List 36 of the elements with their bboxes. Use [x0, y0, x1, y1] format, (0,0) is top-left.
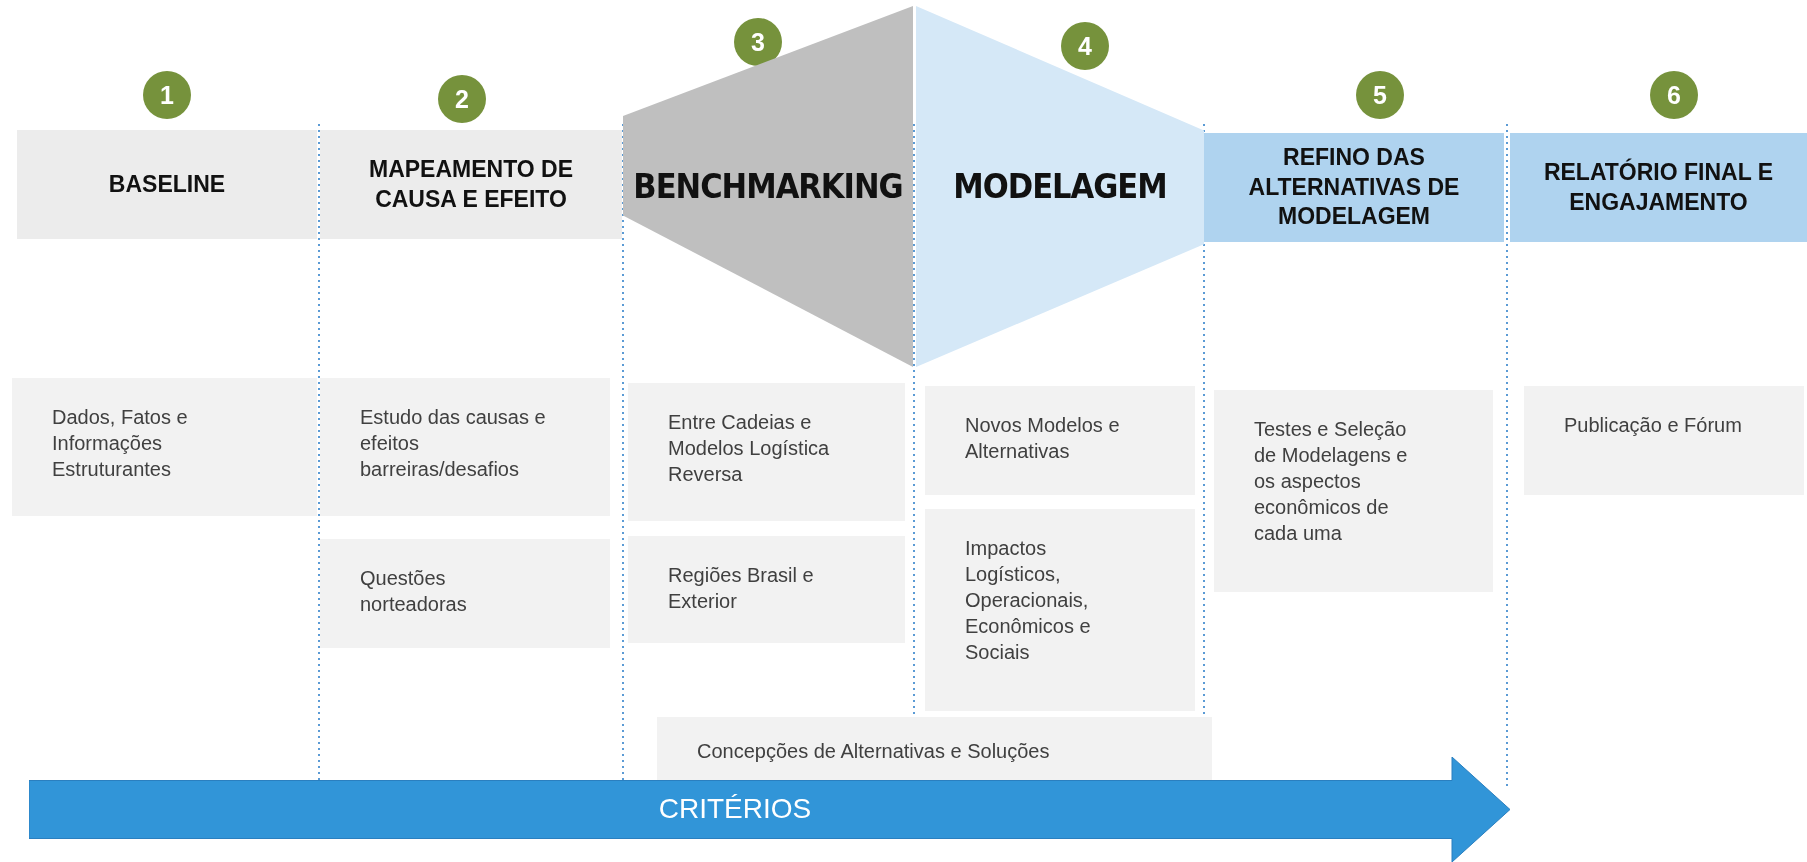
step-number-badge — [1061, 22, 1109, 70]
step-text: Publicação e Fórum — [1564, 413, 1742, 438]
step-number: 1 — [160, 79, 174, 111]
step-text: Entre Cadeias e Modelos Logística Reversa — [668, 410, 831, 487]
step-text: Dados, Fatos e Informações Estruturantes — [52, 405, 189, 482]
phase-title: MAPEAMENTO DE CAUSA E EFEITO — [367, 154, 574, 214]
step-number-badge — [438, 75, 486, 123]
phase-title: BASELINE — [108, 169, 226, 199]
step-text: Testes e Seleção de Modelagens e os aspectos econômicos de cada uma — [1254, 417, 1409, 546]
step-text: Estudo das causas e efeitos barreiras/desafios — [360, 405, 547, 482]
phase-title: BENCHMARKING — [633, 165, 903, 209]
activity-card — [12, 378, 317, 516]
phase-header — [320, 130, 622, 239]
phase-title: REFINO DAS ALTERNATIVAS DE MODELAGEM — [1247, 142, 1461, 232]
step-text: Impactos Logísticos, Operacionais, Econômicos e Sociais — [965, 536, 1092, 665]
step-number: 4 — [1078, 30, 1092, 62]
phase-title: RELATÓRIO FINAL E ENGAJAMENTO — [1542, 157, 1775, 217]
step-number: 2 — [455, 83, 469, 115]
step-number: 5 — [1373, 79, 1387, 111]
step-number: 3 — [751, 26, 765, 58]
phase-header — [1204, 133, 1504, 242]
step-number-badge — [1356, 71, 1404, 119]
step-text: Regiões Brasil e Exterior — [668, 563, 815, 614]
step-text: Novos Modelos e Alternativas — [965, 413, 1121, 464]
step-number: 6 — [1667, 79, 1681, 111]
activity-card — [320, 378, 610, 516]
step-text: Questões norteadoras — [360, 566, 468, 617]
step-number-badge — [734, 18, 782, 66]
arrow-label: CRITÉRIOS — [658, 792, 812, 827]
step-number-badge — [143, 71, 191, 119]
activity-card — [320, 539, 610, 648]
step-number-badge — [1650, 71, 1698, 119]
phase-title: MODELAGEM — [953, 165, 1167, 209]
phase-header — [17, 130, 317, 239]
step-text: Concepções de Alternativas e Soluções — [697, 738, 1050, 764]
phase-header — [1510, 133, 1807, 242]
